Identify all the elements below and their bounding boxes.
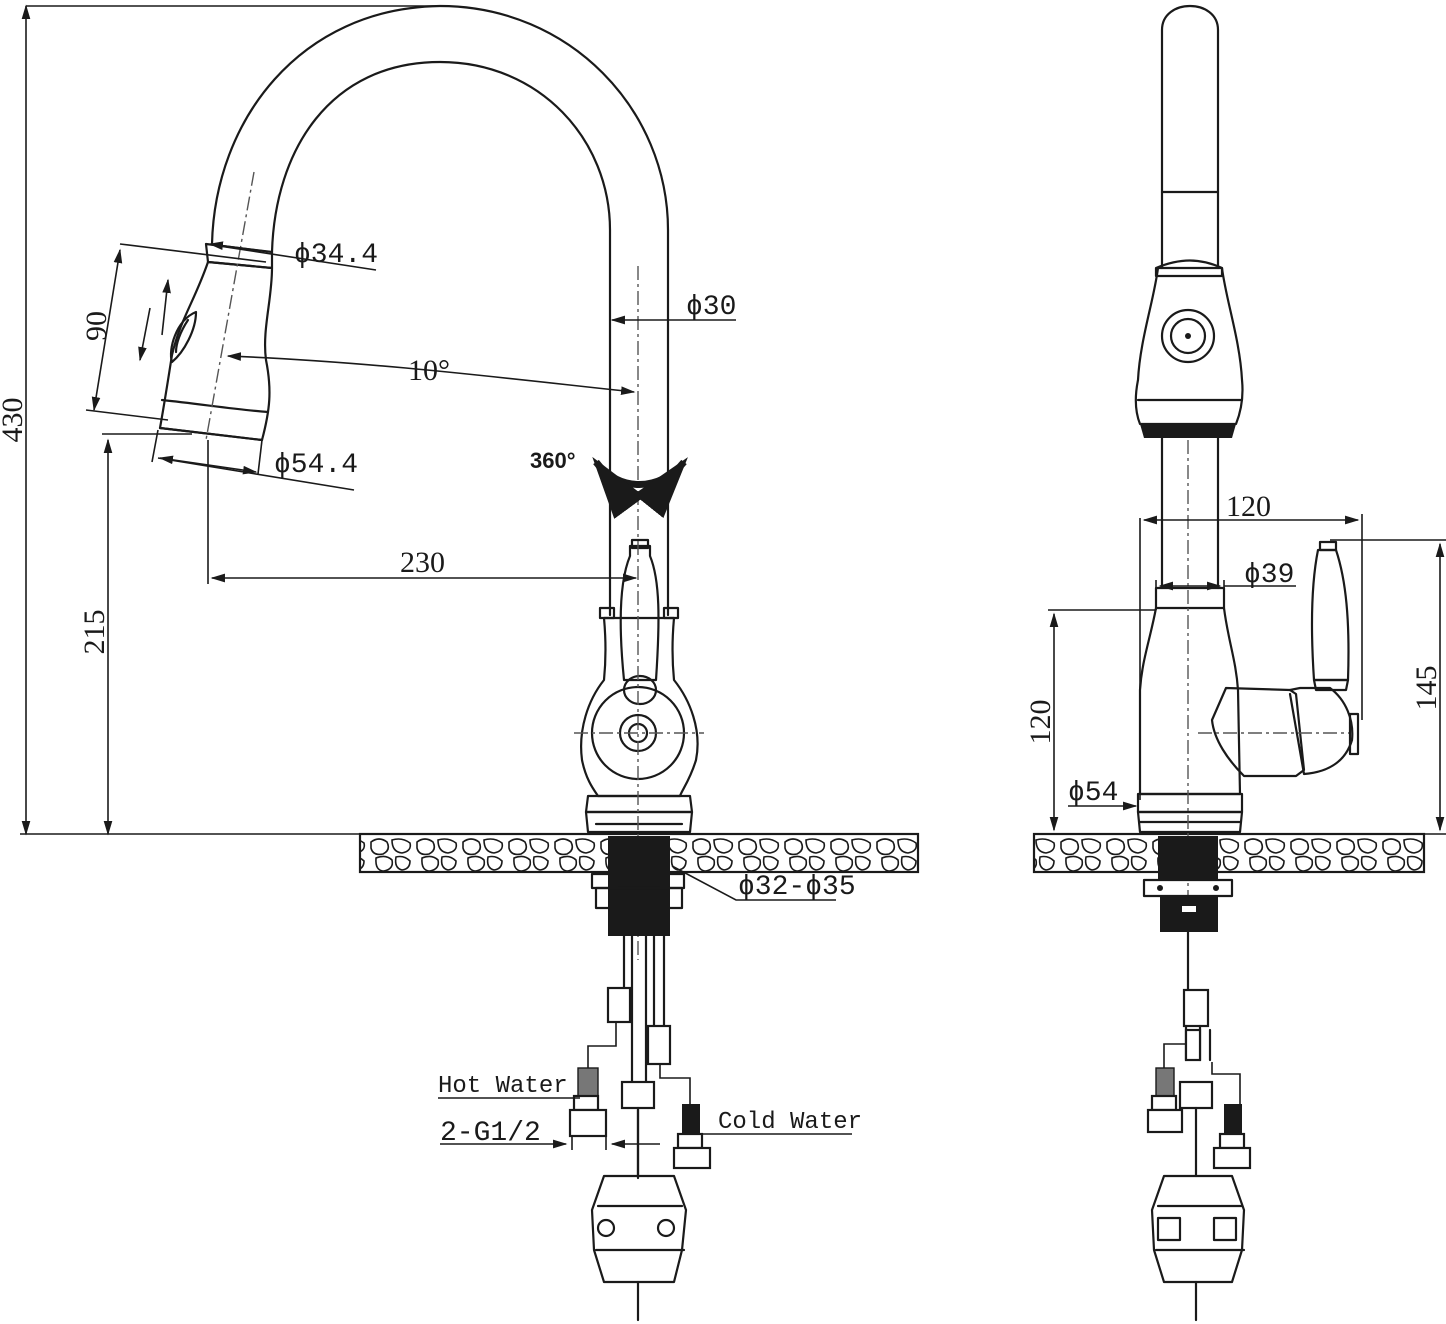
dim-spout-diameter: ϕ30 [686,292,736,323]
front-view: 430 215 90 ϕ34.4 ϕ54.4 10° ϕ30 360° 230 [0,4,920,1322]
dim-side-width: 120 [1226,490,1271,523]
valve-hub-side [1210,686,1306,778]
spout-gooseneck [210,4,670,617]
dim-head-outlet-diameter: ϕ54.4 [274,450,358,481]
dim-head-top-diameter: ϕ34.4 [294,240,378,271]
hose-weight-side [1150,1174,1246,1284]
mounting-shank [608,836,670,936]
rotation-arrow [592,456,688,519]
dim-handle-height: 145 [1410,666,1443,711]
handle-lever-side [1310,548,1350,682]
countertop-side [1032,832,1426,874]
dim-spout-reach: 230 [400,546,445,579]
spout-side [1160,5,1220,270]
dim-body-height: 120 [1024,700,1057,745]
dim-spout-outlet-height: 215 [78,610,111,655]
spray-button [170,310,198,364]
handle-lever-front [619,544,660,682]
dim-hole-diameter: ϕ32-ϕ35 [738,872,856,903]
spray-button-side [1160,308,1216,364]
hose-weight-front [590,1174,688,1284]
faucet-body-front [580,616,699,798]
label-cold-water: Cold Water [718,1109,862,1136]
dim-overall-height: 430 [0,398,29,443]
dim-head-length: 90 [80,311,113,341]
label-hot-water: Hot Water [438,1073,568,1100]
dim-base-diameter: ϕ54 [1068,778,1118,809]
dim-neck-diameter: ϕ39 [1244,560,1294,591]
side-view: 120 ϕ39 120 145 ϕ54 [1024,5,1446,1322]
dim-angle: 10° [408,354,450,387]
dim-rotation: 360° [530,448,576,473]
